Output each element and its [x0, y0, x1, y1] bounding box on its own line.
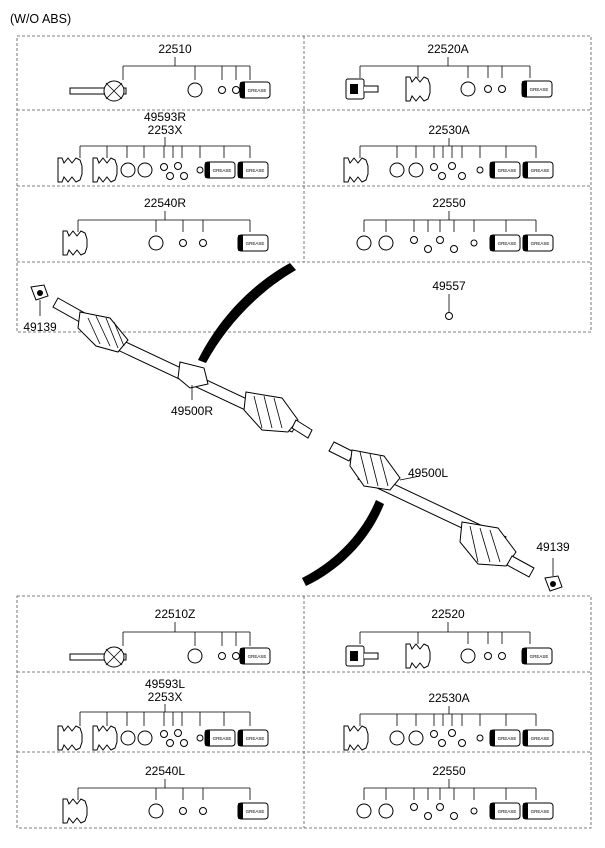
kit-22540R[interactable]: 22540R: [62, 196, 269, 256]
kit-code: 49557: [432, 279, 466, 293]
kit-49557[interactable]: 49557: [432, 279, 466, 320]
kit-code: 22510Z: [155, 607, 196, 621]
kit-code: 22510: [158, 42, 192, 56]
kit-22530A-upper[interactable]: 22530A: [343, 123, 554, 183]
kit-code: 22540R: [144, 196, 186, 210]
kit-22520[interactable]: 22520: [345, 607, 553, 669]
kit-code: 22530A: [428, 123, 469, 137]
kit-22510[interactable]: 22510: [69, 42, 271, 102]
kit-code: 22540L: [145, 764, 185, 778]
kit-code-secondary: 2253X: [148, 123, 183, 137]
callout-nut-left: 49139: [23, 320, 57, 334]
kit-22550-lower[interactable]: 22550: [356, 764, 554, 820]
callout-shaft-right: 49500R: [171, 404, 213, 418]
callout-shaft-left: 49500L: [408, 466, 448, 480]
kit-code: 22530A: [428, 691, 469, 705]
kit-code-secondary: 2253X: [148, 690, 183, 704]
driveshaft-right-assembly[interactable]: [52, 263, 313, 439]
kit-49593L[interactable]: 49593L 2253X: [57, 677, 269, 751]
upper-kit-group: [16, 35, 592, 333]
kit-22530A-lower[interactable]: 22530A: [343, 691, 554, 751]
callout-nut-right: 49139: [536, 540, 570, 554]
kit-code: 22520A: [427, 42, 468, 56]
nut-left[interactable]: [30, 284, 49, 316]
lower-kit-group: [16, 595, 592, 829]
kit-code: 49593L: [145, 677, 185, 691]
kit-code: 22550: [432, 196, 466, 210]
diagram-title: (W/O ABS): [10, 12, 71, 26]
kit-22540L[interactable]: 22540L: [62, 764, 269, 824]
driveshaft-left-assembly[interactable]: [302, 441, 535, 586]
kit-22510Z[interactable]: 22510Z: [69, 607, 271, 668]
kit-22520A[interactable]: 22520A: [345, 42, 553, 102]
kit-code: 22550: [432, 764, 466, 778]
nut-right[interactable]: [544, 558, 563, 592]
kit-49593R[interactable]: 49593R 2253X: [57, 110, 269, 183]
kit-code: 49593R: [144, 110, 186, 124]
kit-22550-upper[interactable]: 22550: [356, 196, 554, 253]
kit-code: 22520: [431, 607, 465, 621]
